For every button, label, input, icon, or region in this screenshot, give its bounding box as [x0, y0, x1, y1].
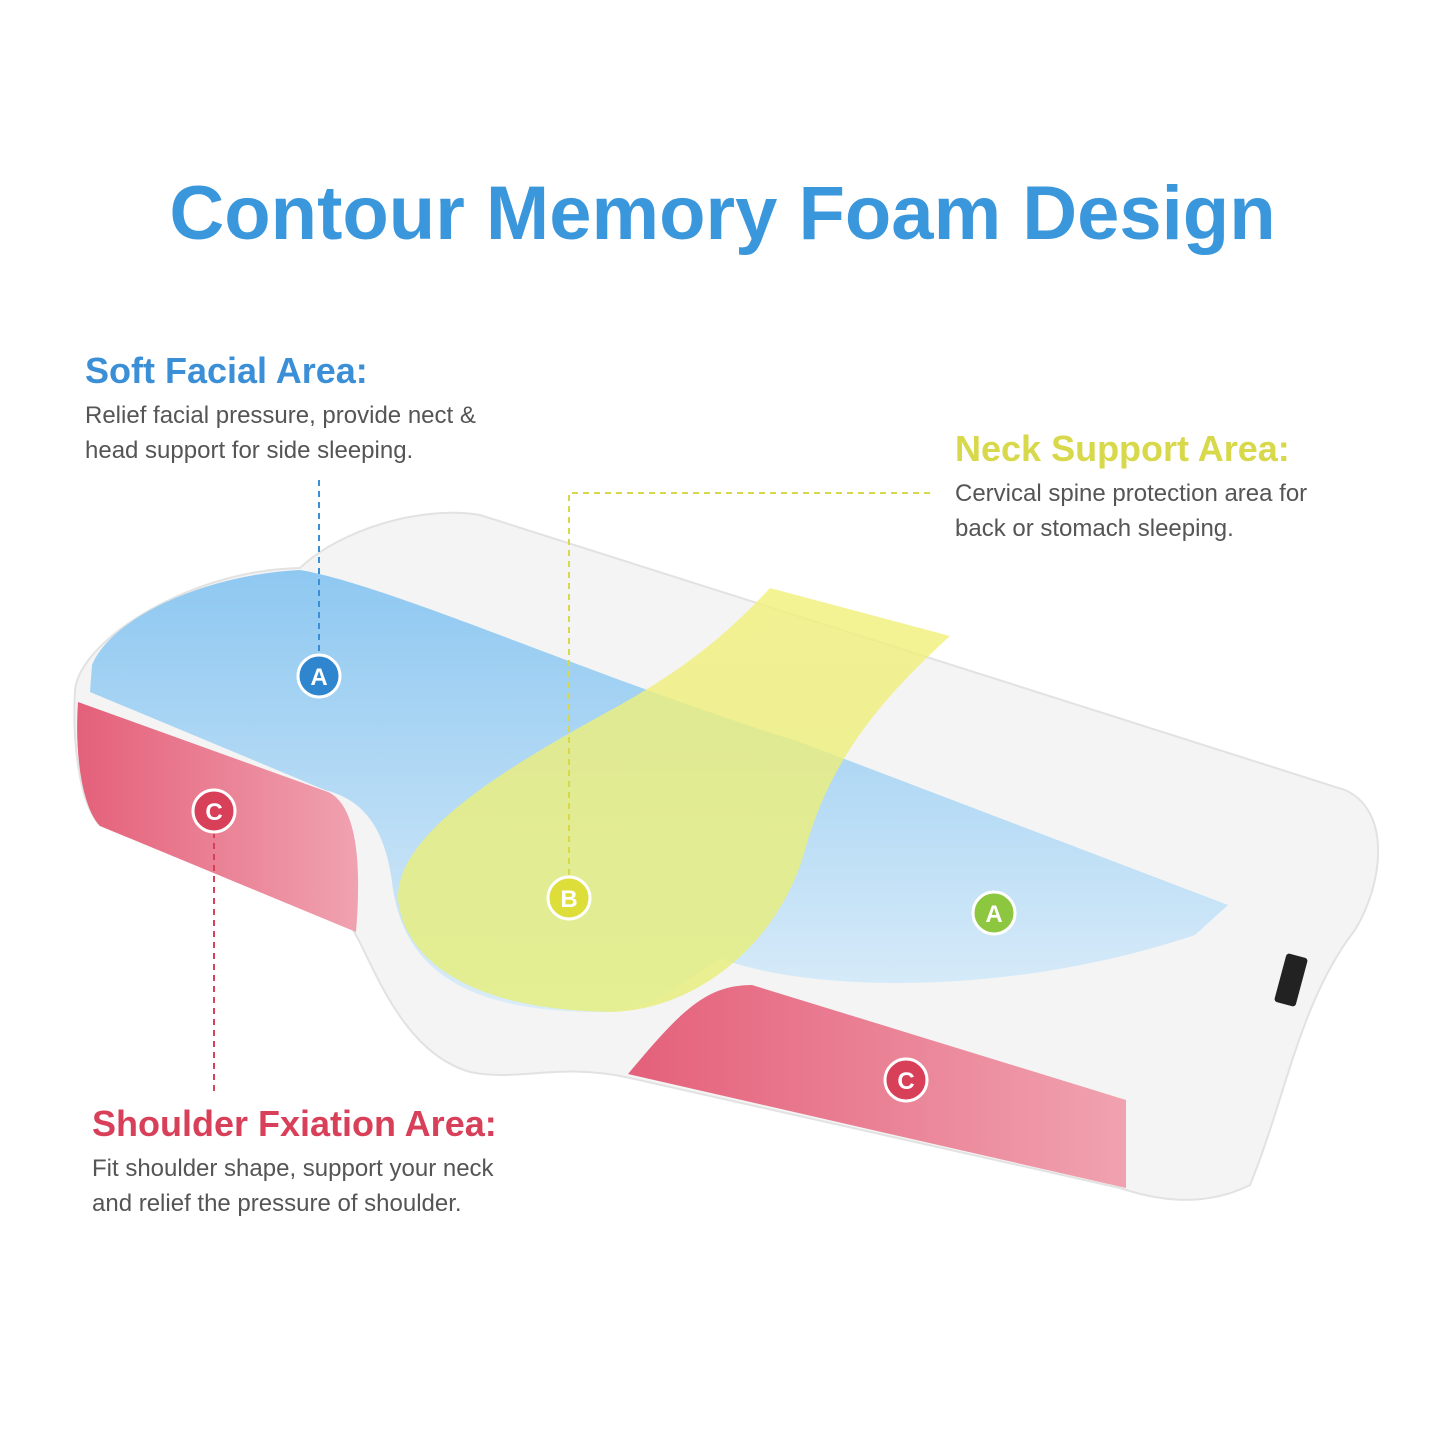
neck-leader-line — [568, 492, 930, 878]
shoulder-zone-right — [628, 985, 1126, 1188]
soft-facial-section: Soft Facial Area: Relief facial pressure… — [85, 350, 476, 468]
marker-label: C — [205, 799, 222, 826]
shoulder-line-2: and relief the pressure of shoulder. — [92, 1190, 462, 1217]
marker-a-green — [971, 890, 1017, 936]
marker-c-right — [883, 1057, 929, 1103]
shoulder-line-1: Fit shoulder shape, support your neck — [92, 1155, 494, 1182]
shoulder-section: Shoulder Fxiation Area: Fit shoulder sha… — [92, 1103, 497, 1221]
neck-support-section: Neck Support Area: Cervical spine protec… — [955, 428, 1307, 546]
soft-facial-line-1: Relief facial pressure, provide nect & — [85, 402, 476, 429]
marker-a-blue — [296, 653, 342, 699]
shoulder-heading: Shoulder Fxiation Area: — [92, 1103, 497, 1144]
marker-c-left — [191, 788, 237, 834]
marker-label: B — [560, 886, 577, 913]
neck-support-zone — [397, 588, 950, 1012]
marker-label: A — [310, 664, 327, 691]
marker-b-yellow — [546, 875, 592, 921]
neck-support-line-1: Cervical spine protection area for — [955, 480, 1308, 507]
neck-support-line-2: back or stomach sleeping. — [955, 515, 1234, 542]
pillow-tag — [1274, 953, 1308, 1007]
neck-support-heading: Neck Support Area: — [955, 428, 1290, 469]
marker-label: A — [985, 901, 1002, 928]
soft-facial-line-2: head support for side sleeping. — [85, 437, 414, 464]
page-title: Contour Memory Foam Design — [169, 171, 1276, 256]
marker-label: C — [897, 1068, 914, 1095]
soft-facial-heading: Soft Facial Area: — [85, 350, 368, 391]
